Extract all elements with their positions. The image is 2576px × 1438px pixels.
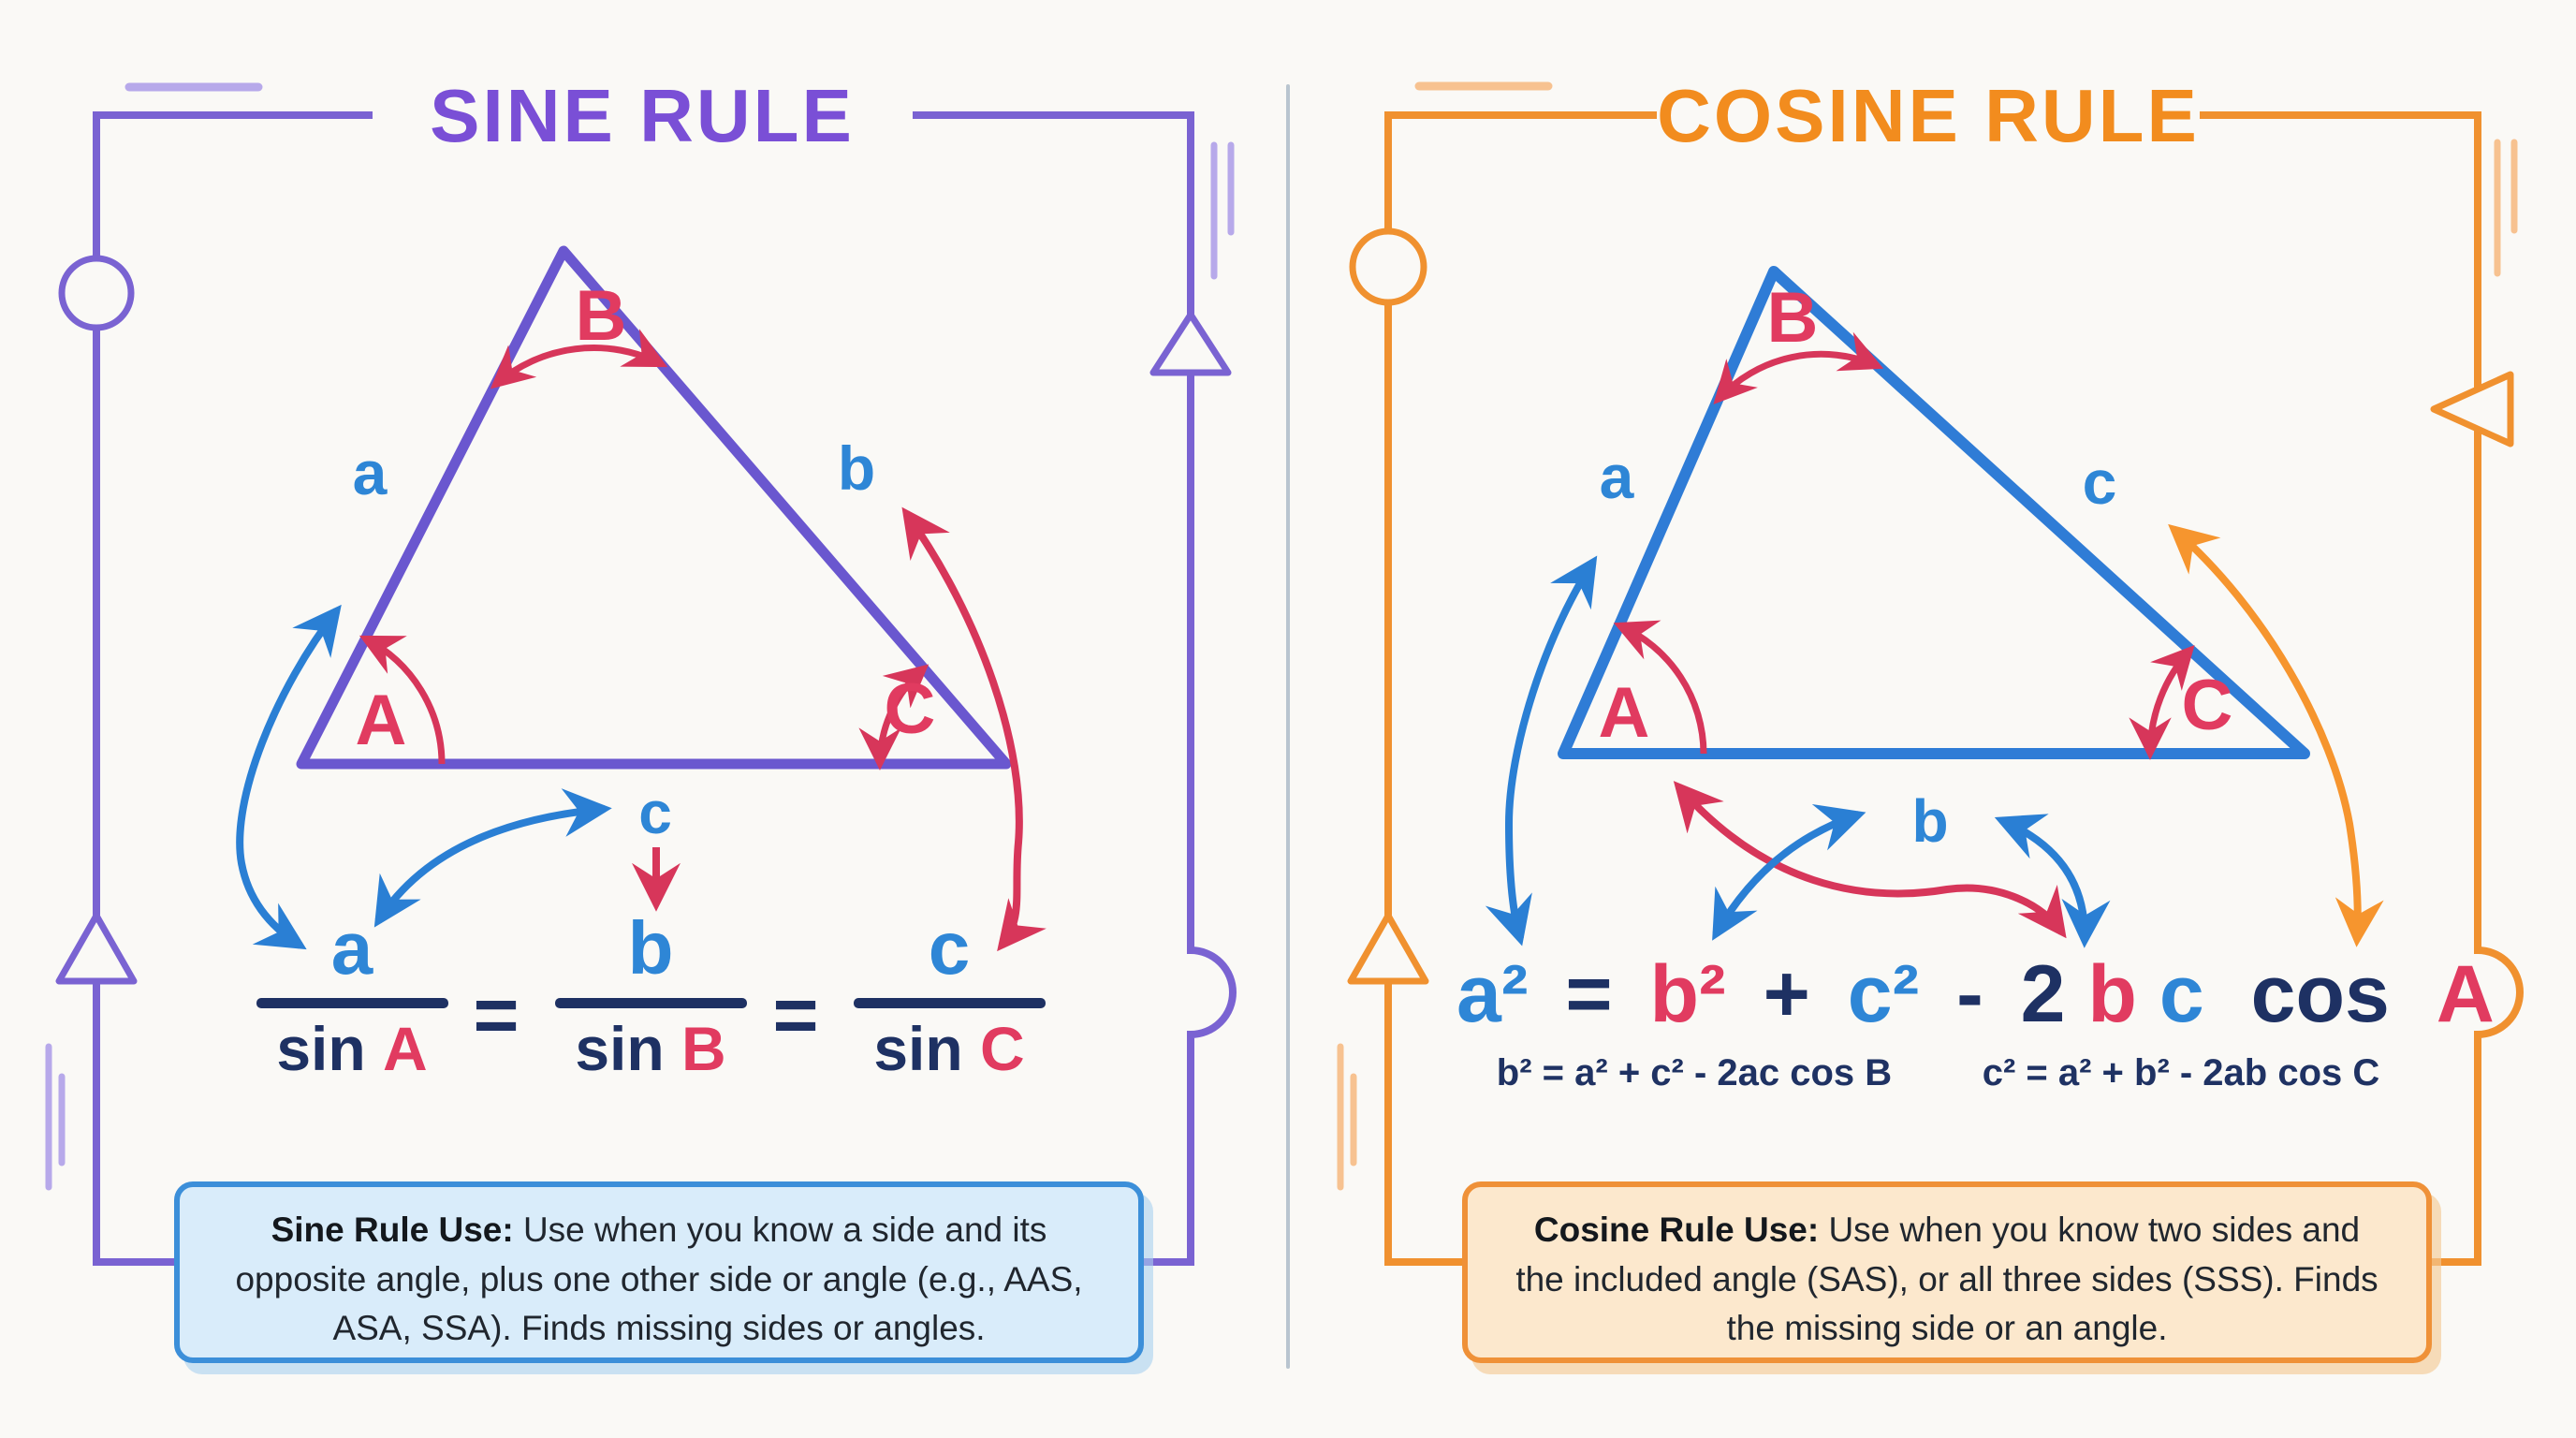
cosine-box-lead: Cosine Rule Use:	[1533, 1211, 1820, 1249]
fraction-bar	[554, 998, 747, 1008]
sine-fraction-c: c sin C	[837, 901, 1061, 1085]
sine-fraction-b-numerator: b	[627, 906, 674, 990]
sine-fraction-c-numerator: c	[928, 906, 971, 990]
cosine-arrow-b-label-left	[1712, 804, 1866, 941]
formula-token: a²	[1456, 949, 1529, 1039]
cosine-angle-c-label: C	[2181, 666, 2233, 745]
sine-fraction-a-denominator: sin A	[240, 1012, 464, 1085]
cosine-right-triangle-decoration	[2430, 371, 2514, 448]
sine-angle-b-label: B	[575, 276, 627, 356]
sine-side-b-label: b	[837, 433, 876, 503]
sine-angle-b-arc	[490, 329, 668, 389]
cosine-arrow-b-label-right	[1994, 814, 2111, 948]
cosine-angle-b-label: B	[1766, 278, 1819, 358]
sine-angle-a-label: A	[355, 681, 407, 760]
cosine-angle-a-arc	[1613, 620, 1707, 755]
cosine-arrow-base-to-2bc	[1673, 781, 2067, 939]
sine-arrow-side-b-to-formula	[901, 506, 1046, 952]
sine-arrow-side-a-to-formula	[236, 604, 342, 950]
sine-arrow-a-to-c-label	[373, 788, 612, 928]
sine-fraction-a-numerator: a	[330, 906, 373, 990]
cosine-rule-title: COSINE RULE	[1657, 74, 2200, 157]
cosine-sub-formula-c: c² = a² + b² - 2ab cos C	[1982, 1052, 2380, 1093]
sine-side-c-label: c	[638, 779, 672, 846]
sine-fraction-b-denominator: sin B	[538, 1012, 763, 1085]
cosine-rule-use-box: Cosine Rule Use: Use when you know two s…	[1462, 1181, 2432, 1363]
formula-token: b	[2087, 949, 2137, 1039]
cosine-box-body: Use when you know two sides and the incl…	[1515, 1211, 2378, 1348]
formula-token: c	[2159, 949, 2204, 1039]
sine-tick-lines	[45, 141, 1235, 1191]
formula-token: cos	[2250, 949, 2390, 1039]
equals-sign: =	[473, 971, 520, 1059]
cosine-left-triangle-decoration	[1347, 912, 1429, 985]
sin-function-text: sin	[276, 1014, 366, 1083]
sin-function-text: sin	[873, 1014, 963, 1083]
equals-sign: =	[772, 971, 819, 1059]
sine-fraction-b-angle: B	[681, 1014, 726, 1083]
sine-fraction-c-denominator: sin C	[837, 1012, 1061, 1085]
cosine-frame	[1384, 111, 2524, 1266]
formula-token: =	[1565, 949, 1613, 1039]
formula-token: -	[1956, 949, 1983, 1039]
formula-token: b²	[1649, 949, 1726, 1039]
cosine-angle-b-arc	[1713, 331, 1884, 405]
sine-box-body: Use when you know a side and its opposit…	[235, 1211, 1083, 1348]
cosine-side-c-label: c	[2082, 448, 2117, 517]
sine-fraction-a: a sin A	[240, 901, 464, 1085]
sine-triangle	[296, 245, 1012, 770]
sine-frame	[93, 111, 1237, 1266]
sine-box-lead: Sine Rule Use:	[271, 1211, 514, 1249]
sine-angle-a-arc	[359, 635, 446, 765]
cosine-tick-lines	[1337, 139, 2518, 1191]
formula-token: A	[2436, 949, 2495, 1039]
cosine-side-b-label: b	[1911, 787, 1949, 855]
formula-token: +	[1763, 949, 1810, 1039]
sine-circle-decoration	[58, 255, 135, 331]
cosine-main-formula: a² = b² + c² - 2 b c cos A	[1456, 938, 2495, 1050]
sine-angle-c-label: C	[884, 669, 936, 749]
sine-left-triangle-decoration	[55, 912, 138, 985]
fraction-bar	[853, 998, 1046, 1008]
formula-token: c²	[1847, 949, 1920, 1039]
cosine-arrow-side-a-to-formula	[1485, 555, 1598, 946]
sine-fraction-a-angle: A	[383, 1014, 428, 1083]
cosine-sub-formula-b: b² = a² + c² - 2ac cos B	[1496, 1052, 1893, 1093]
sine-fraction-b: b sin B	[538, 901, 763, 1085]
sin-function-text: sin	[575, 1014, 665, 1083]
cosine-arrow-side-c-to-formula	[2168, 523, 2384, 947]
cosine-side-a-label: a	[1599, 442, 1634, 511]
sine-rule-title: SINE RULE	[430, 74, 855, 157]
cosine-circle-decoration	[1349, 227, 1427, 306]
fraction-bar	[256, 998, 448, 1008]
cosine-angle-a-label: A	[1598, 673, 1650, 753]
formula-token: 2	[2020, 949, 2066, 1039]
sine-rule-use-box: Sine Rule Use: Use when you know a side …	[174, 1181, 1144, 1363]
sine-side-a-label: a	[352, 438, 388, 507]
sine-right-triangle-decoration	[1149, 311, 1232, 376]
sine-fraction-c-angle: C	[980, 1014, 1025, 1083]
